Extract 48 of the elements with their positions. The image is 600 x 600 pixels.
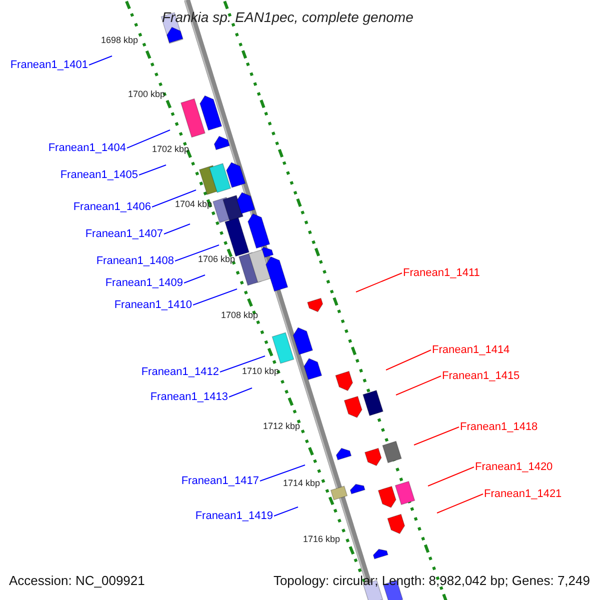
leader-line xyxy=(174,244,220,262)
scale-label: 1714 kbp xyxy=(282,477,320,490)
scale-label: 1702 kbp xyxy=(152,143,189,156)
leader-line xyxy=(164,224,190,234)
leader-line xyxy=(396,376,442,396)
gene-label: Franean1_1401 xyxy=(10,58,88,72)
leader-line xyxy=(138,164,166,176)
leader-line xyxy=(274,506,298,516)
gene-label: Franean1_1413 xyxy=(150,390,228,404)
gene-label: Franean1_1412 xyxy=(141,365,219,379)
gene-label: Franean1_1409 xyxy=(105,276,183,290)
gene-label: Franean1_1415 xyxy=(442,369,520,383)
scale-label: 1706 kbp xyxy=(198,253,235,266)
leader-line xyxy=(192,288,238,306)
leader-line xyxy=(228,388,252,398)
scale-label: 1698 kbp xyxy=(100,34,138,47)
leader-line xyxy=(386,350,432,370)
gene-label: Franean1_1414 xyxy=(432,343,510,357)
leader-line xyxy=(428,466,474,486)
leader-line xyxy=(220,356,266,372)
footer-text: Accession: NC_009921 xyxy=(9,574,145,588)
scale-label: 1700 kbp xyxy=(128,88,165,101)
scale-label: 1712 kbp xyxy=(262,420,300,433)
scale-label: 1708 kbp xyxy=(220,309,258,322)
gene-label: Franean1_1405 xyxy=(60,168,138,182)
leader-line xyxy=(414,426,460,446)
gene-label: Franean1_1410 xyxy=(114,298,192,312)
gene-label: Franean1_1411 xyxy=(403,266,480,280)
leader-line xyxy=(152,190,196,208)
gene-label: Franean1_1404 xyxy=(48,141,126,155)
leader-line xyxy=(184,274,206,284)
footer-text: Topology: circular; Length: 8,982,042 bp; Genes: 7,249 xyxy=(273,574,590,588)
leader-line xyxy=(88,56,112,66)
gene-label: Franean1_1408 xyxy=(96,254,174,268)
gene-label: Franean1_1421 xyxy=(484,487,562,501)
leader-line xyxy=(356,272,402,292)
title: Frankia sp. EAN1pec, complete genome xyxy=(162,10,414,24)
scale-label: 1710 kbp xyxy=(242,365,279,378)
leader-line xyxy=(260,464,306,482)
leader-line xyxy=(126,130,170,148)
gene-label: Franean1_1406 xyxy=(73,200,151,214)
gene-label: Franean1_1407 xyxy=(85,227,163,241)
gene-label: Franean1_1420 xyxy=(475,460,553,474)
gene-label: Franean1_1418 xyxy=(460,420,538,434)
leader-line xyxy=(436,494,484,514)
gene-label: Franean1_1419 xyxy=(195,509,273,523)
scale-label: 1716 kbp xyxy=(302,533,340,546)
gene-label: Franean1_1417 xyxy=(181,474,259,488)
